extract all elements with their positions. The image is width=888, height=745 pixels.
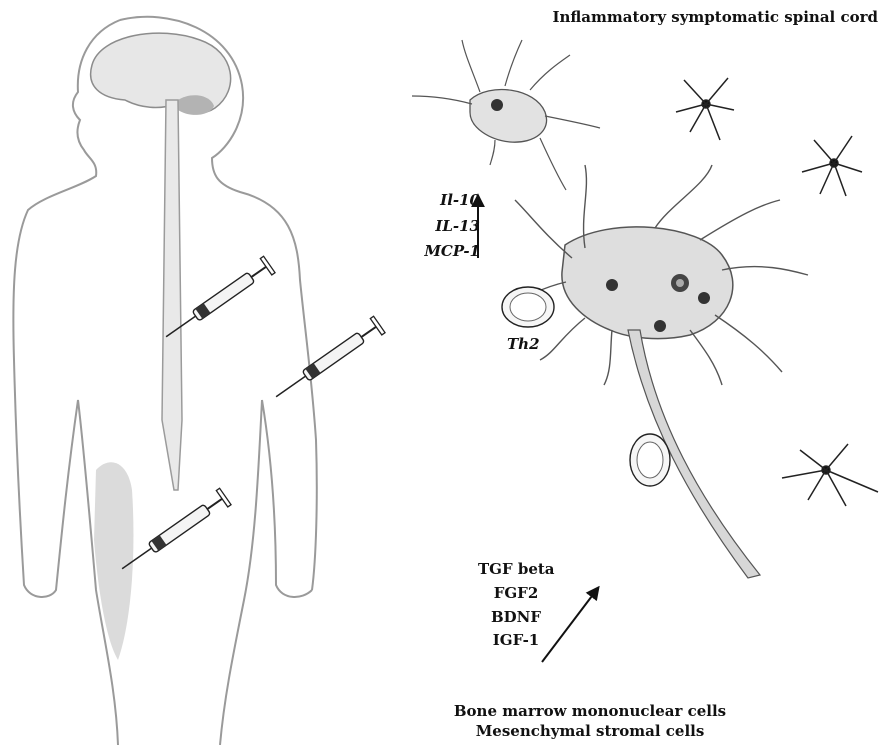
microglia-icon bbox=[782, 444, 878, 506]
th2-cell-icon bbox=[502, 287, 554, 327]
th2-label: Th2 bbox=[507, 335, 540, 353]
growth-factor-label: IGF-1 bbox=[478, 633, 554, 648]
cell-source-label: Bone marrow mononuclear cells bbox=[380, 704, 800, 719]
bone-marrow-region bbox=[94, 462, 133, 660]
syringe-icon bbox=[270, 316, 385, 405]
brain-icon bbox=[91, 33, 231, 115]
growth-factor-label: FGF2 bbox=[478, 586, 554, 601]
microglia-icon bbox=[676, 78, 734, 140]
cell-source-label: Mesenchymal stromal cells bbox=[380, 724, 800, 739]
neuron-icon bbox=[412, 40, 600, 190]
cytokine-label: MCP-1 bbox=[408, 244, 480, 259]
cytokine-label: Il-10 bbox=[408, 193, 480, 208]
growth-factor-label: BDNF bbox=[478, 610, 554, 625]
neuron-icon bbox=[505, 165, 808, 578]
syringe-icon bbox=[116, 488, 231, 577]
cytokine-label: IL-13 bbox=[408, 219, 480, 234]
microglia-icon bbox=[802, 136, 862, 196]
th2-cell-icon bbox=[630, 434, 670, 486]
spinal-cord bbox=[162, 100, 182, 490]
growth-factor-label: TGF beta bbox=[478, 562, 554, 577]
diagram-title: Inflammatory symptomatic spinal cord bbox=[420, 8, 878, 26]
